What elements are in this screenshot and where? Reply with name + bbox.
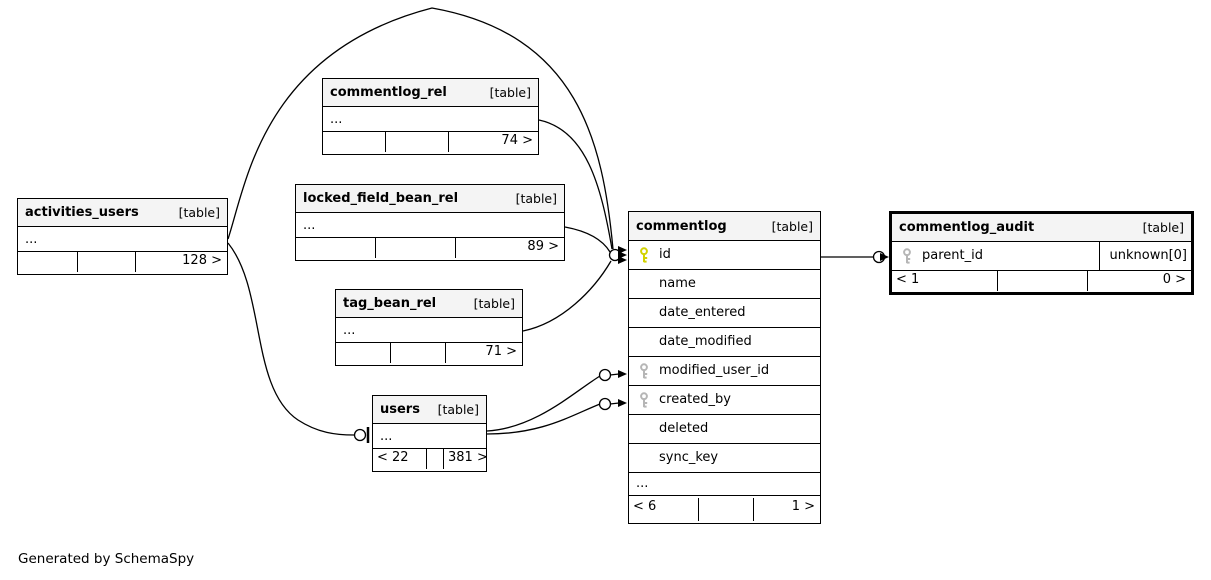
column-name: sync_key bbox=[659, 450, 719, 465]
column-row-sync-key: sync_key bbox=[629, 444, 820, 473]
table-commentlog[interactable]: commentlog [table] id name date_entered … bbox=[628, 211, 821, 524]
table-footer: < 1 0 > bbox=[892, 271, 1191, 291]
columns-ellipsis-row: ... bbox=[373, 424, 486, 449]
footer-cell-right: 71 > bbox=[485, 344, 517, 359]
connector-commentlog-audit-parent-id bbox=[872, 250, 889, 264]
table-type-label: [table] bbox=[473, 296, 515, 311]
connector-created-by bbox=[598, 397, 627, 411]
table-footer: 74 > bbox=[323, 132, 538, 152]
table-commentlog-rel[interactable]: commentlog_rel [table] ... 74 > bbox=[322, 78, 539, 155]
column-row-modified-user-id: modified_user_id bbox=[629, 357, 820, 386]
column-row-date-entered: date_entered bbox=[629, 299, 820, 328]
table-name[interactable]: activities_users bbox=[25, 205, 139, 220]
footer-cell-left: < 1 bbox=[892, 271, 998, 291]
footer-cell-right: 74 > bbox=[501, 133, 533, 148]
columns-ellipsis-row: ... bbox=[629, 473, 820, 496]
footer-cell-mid bbox=[998, 271, 1088, 291]
table-header: commentlog_rel [table] bbox=[323, 79, 538, 107]
table-footer: < 6 1 > bbox=[629, 496, 820, 521]
foreign-key-icon bbox=[640, 392, 648, 408]
table-name[interactable]: commentlog_rel bbox=[330, 85, 447, 100]
footer-cell-mid bbox=[78, 252, 136, 272]
table-header: activities_users [table] bbox=[18, 199, 227, 227]
table-commentlog-audit[interactable]: commentlog_audit [table] parent_id unkno… bbox=[889, 211, 1194, 295]
edge-users-to-created-by bbox=[486, 403, 601, 435]
column-row-parent-id: parent_id unknown[0] bbox=[892, 242, 1191, 271]
footer-cell-left: < 22 bbox=[373, 449, 427, 469]
connector-users bbox=[353, 427, 370, 443]
table-footer: < 22 381 > bbox=[373, 449, 486, 469]
footer-cell-mid bbox=[427, 449, 444, 469]
table-type-label: [table] bbox=[771, 218, 813, 234]
edge-locked-field-bean-rel-to-commentlog-id bbox=[564, 226, 611, 253]
footer-cell-mid bbox=[699, 498, 754, 521]
column-row-date-modified: date_modified bbox=[629, 328, 820, 357]
footer-cell-right: 1 > bbox=[791, 499, 815, 514]
table-type-label: [table] bbox=[515, 191, 557, 206]
table-name[interactable]: locked_field_bean_rel bbox=[303, 191, 459, 206]
column-row-created-by: created_by bbox=[629, 386, 820, 415]
table-header: commentlog [table] bbox=[629, 212, 820, 241]
table-name[interactable]: commentlog_audit bbox=[899, 220, 1035, 235]
table-header: locked_field_bean_rel [table] bbox=[296, 185, 564, 213]
footer-cell-mid bbox=[376, 238, 456, 258]
footer-cell-right: 128 > bbox=[182, 253, 222, 268]
column-name: parent_id bbox=[922, 248, 983, 263]
table-header: users [table] bbox=[373, 396, 486, 424]
table-footer: 89 > bbox=[296, 238, 564, 258]
table-name[interactable]: tag_bean_rel bbox=[343, 296, 437, 311]
footer-cell-mid bbox=[386, 132, 449, 152]
table-tag-bean-rel[interactable]: tag_bean_rel [table] ... 71 > bbox=[335, 289, 523, 366]
columns-ellipsis-row: ... bbox=[336, 318, 522, 343]
table-name[interactable]: commentlog bbox=[636, 218, 727, 234]
table-locked-field-bean-rel[interactable]: locked_field_bean_rel [table] ... 89 > bbox=[295, 184, 565, 261]
table-footer: 71 > bbox=[336, 343, 522, 363]
foreign-key-icon bbox=[640, 363, 648, 379]
columns-ellipsis-row: ... bbox=[323, 107, 538, 132]
column-name: modified_user_id bbox=[659, 363, 770, 378]
table-type-label: [table] bbox=[489, 85, 531, 100]
table-header: commentlog_audit [table] bbox=[892, 214, 1191, 242]
connector-modified-user-id bbox=[598, 368, 627, 382]
footer-cell-left bbox=[336, 343, 391, 363]
column-name: created_by bbox=[659, 392, 731, 407]
footer-cell-left bbox=[296, 238, 376, 258]
table-activities-users[interactable]: activities_users [table] ... 128 > bbox=[17, 198, 228, 275]
schemaspy-credit: Generated by SchemaSpy bbox=[18, 551, 195, 567]
footer-cell-right: 381 > bbox=[448, 450, 486, 465]
table-type-label: [table] bbox=[1142, 220, 1184, 235]
table-type-label: [table] bbox=[178, 205, 220, 220]
table-type-label: [table] bbox=[437, 402, 479, 417]
column-row-deleted: deleted bbox=[629, 415, 820, 444]
column-name: deleted bbox=[659, 421, 709, 436]
footer-cell-left: < 6 bbox=[629, 498, 699, 521]
edge-users-to-modified-user-id bbox=[486, 375, 601, 432]
table-header: tag_bean_rel [table] bbox=[336, 290, 522, 318]
table-users[interactable]: users [table] ... < 22 381 > bbox=[372, 395, 487, 472]
column-name: date_entered bbox=[659, 305, 746, 320]
column-name: name bbox=[659, 276, 696, 291]
foreign-key-icon bbox=[903, 248, 911, 264]
footer-cell-left bbox=[18, 252, 78, 272]
footer-cell-right: 0 > bbox=[1162, 272, 1186, 287]
connector-commentlog-id bbox=[608, 246, 627, 264]
primary-key-icon bbox=[640, 247, 648, 263]
edge-tag-bean-rel-to-commentlog-id bbox=[522, 260, 612, 332]
table-footer: 128 > bbox=[18, 252, 227, 272]
footer-cell-mid bbox=[391, 343, 446, 363]
footer-cell-right: 89 > bbox=[527, 239, 559, 254]
column-name: id bbox=[659, 247, 671, 262]
footer-cell-left bbox=[323, 132, 386, 152]
column-type: unknown[0] bbox=[1099, 242, 1191, 270]
column-row-id: id bbox=[629, 241, 820, 270]
columns-ellipsis-row: ... bbox=[18, 227, 227, 252]
table-name[interactable]: users bbox=[380, 402, 420, 417]
column-row-name: name bbox=[629, 270, 820, 299]
column-name: date_modified bbox=[659, 334, 752, 349]
columns-ellipsis-row: ... bbox=[296, 213, 564, 238]
